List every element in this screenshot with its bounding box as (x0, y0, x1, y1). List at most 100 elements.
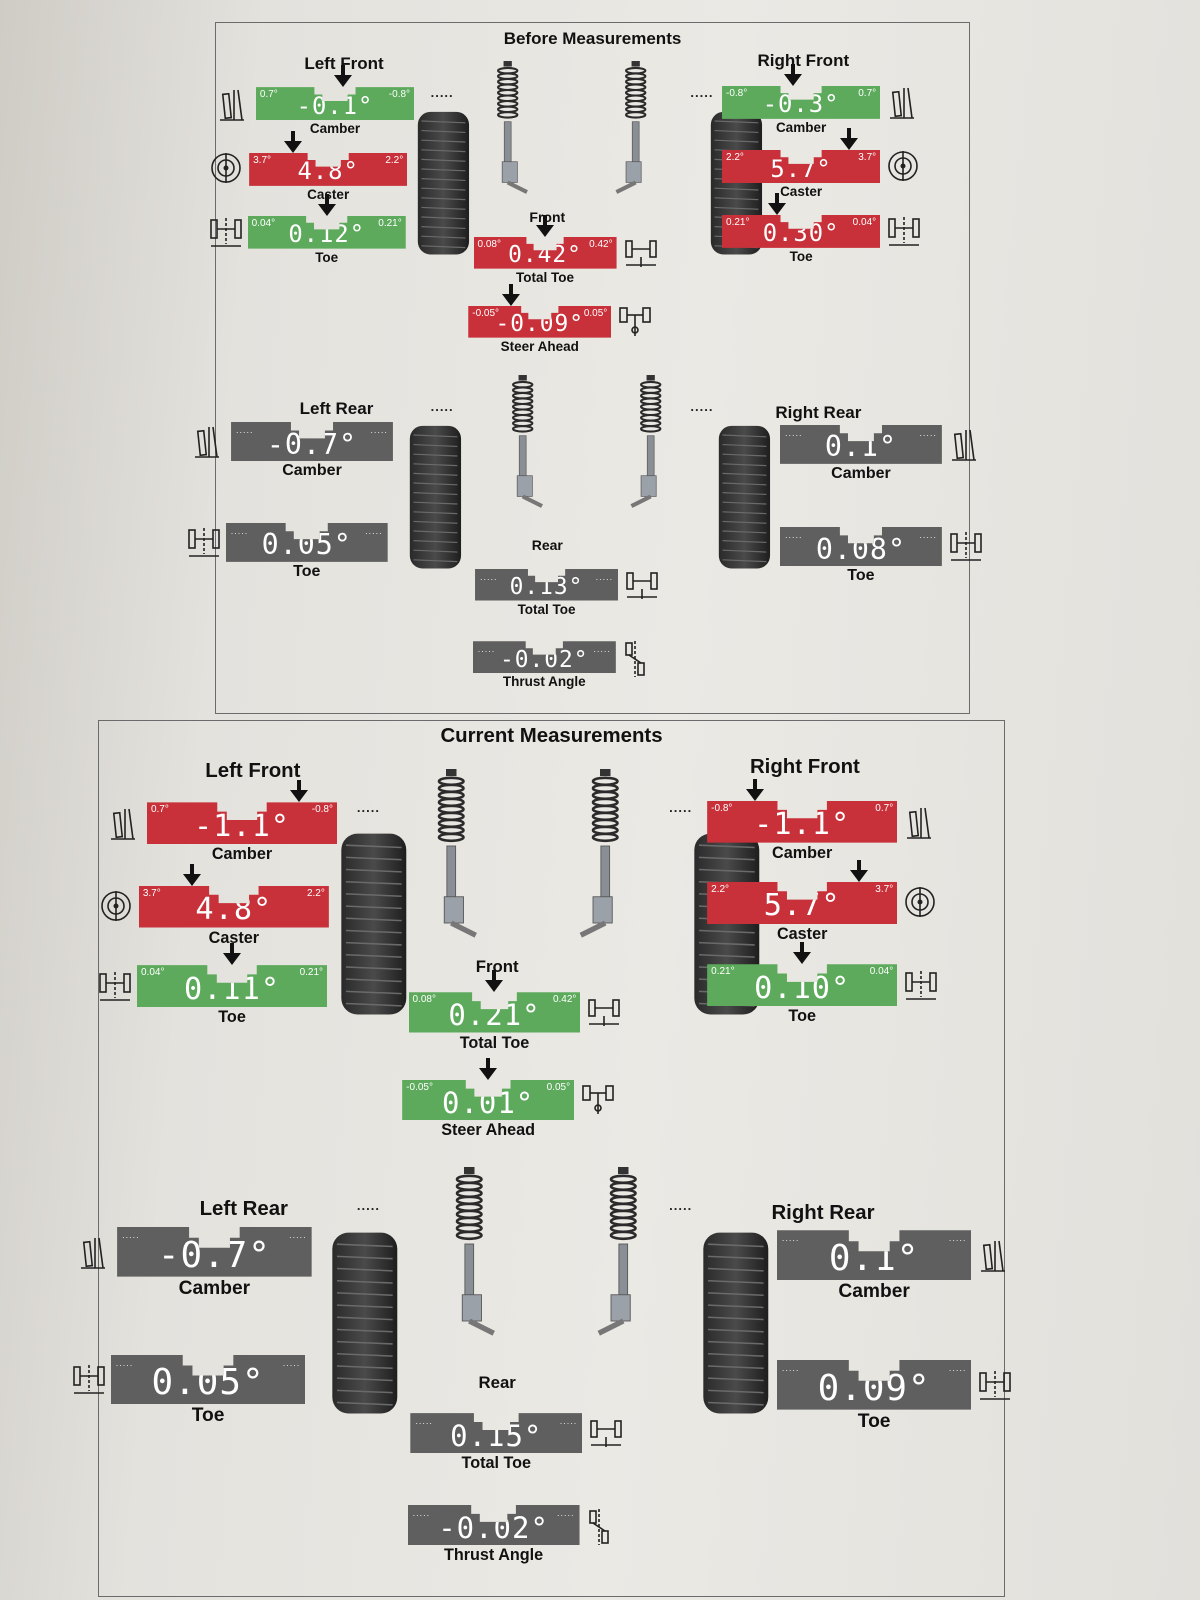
strut-icon (425, 769, 478, 949)
gauge-scale-dots: ..... (477, 644, 496, 655)
lf-camber-caption: Camber (309, 121, 361, 137)
rear-total-toe-caption: Total Toe (461, 1454, 532, 1473)
indicator-arrow (333, 65, 352, 88)
indicator-arrow (317, 193, 336, 216)
toe-icon (886, 213, 922, 254)
wheel-icon (416, 109, 471, 262)
gauge-max-limit: 0.04° (869, 966, 894, 978)
gauge-min-limit: 2.2° (726, 151, 744, 163)
rear-axle-label: Rear (478, 1372, 516, 1392)
panel-title: Current Measurements (440, 725, 663, 747)
gauge-max-limit: 2.2° (306, 887, 325, 899)
rf-caster-gauge: 5.7°2.2°3.7° (722, 149, 881, 184)
toe-icon (186, 524, 222, 565)
wheel-icon (701, 1229, 771, 1422)
rf-camber-gauge: -1.1°-0.8°0.7° (707, 800, 898, 843)
steer-ahead-gauge: 0.01°-0.05°0.05° (402, 1079, 575, 1120)
gauge-max-limit: 0.42° (552, 994, 577, 1006)
gauge-min-limit: -0.05° (472, 307, 500, 319)
rear-total-toe-gauge: 0.13°.......... (475, 568, 619, 601)
gauge-scale-dots: ..... (595, 571, 614, 582)
gauge-min-limit: -0.05° (406, 1081, 433, 1093)
front-total-toe-gauge: 0.21°0.08°0.42° (408, 992, 581, 1033)
caster-icon (886, 149, 920, 188)
gauge-min-limit: -0.8° (711, 802, 733, 814)
rf-camber-caption: Camber (772, 843, 833, 862)
rf-toe-caption: Toe (788, 1007, 816, 1026)
gauge-value: 0.11° (184, 971, 281, 1007)
gauge-scale-dots: ..... (557, 1508, 575, 1518)
left-rear-label: Left Rear (199, 1197, 288, 1220)
lf-toe-gauge: 0.12°0.04°0.21° (247, 215, 406, 249)
strut-icon (579, 769, 632, 949)
lf-camber-gauge: -1.1°0.7°-0.8° (146, 802, 337, 845)
strut-icon (615, 60, 656, 204)
lr-toe-gauge: 0.05°.......... (110, 1354, 306, 1405)
gauge-max-limit: -0.8° (311, 804, 333, 816)
thrust-angle-gauge: -0.02°.......... (407, 1505, 580, 1546)
total-toe-icon (586, 994, 622, 1035)
gauge-min-limit: 3.7° (253, 154, 272, 166)
gauge-value: -1.1° (754, 807, 851, 843)
rf-camber-caption: Camber (775, 119, 827, 135)
rf-toe-gauge: 0.30°0.21°0.04° (722, 214, 881, 248)
lf-camber-caption: Camber (211, 845, 273, 864)
dotted-marker: ..... (356, 1197, 380, 1213)
gauge-value: -0.7° (157, 1234, 271, 1276)
caster-icon (99, 889, 133, 928)
steer-ahead-icon (617, 304, 653, 345)
gauge-min-limit: 0.7° (259, 89, 278, 101)
rf-caster-gauge: 5.7°2.2°3.7° (707, 882, 898, 924)
gauge-value: -0.02° (438, 1511, 549, 1546)
left-front-label: Left Front (205, 760, 301, 783)
gauge-max-limit: 0.7° (858, 87, 877, 99)
dotted-marker: ..... (690, 399, 714, 415)
thrust-angle-gauge: -0.02°.......... (472, 641, 616, 673)
gauge-value: 0.1° (824, 430, 897, 464)
toe-icon (977, 1367, 1013, 1408)
thrust-angle-caption: Thrust Angle (502, 673, 586, 689)
gauge-min-limit: 0.7° (150, 804, 169, 816)
camber-icon (886, 84, 916, 127)
gauge-max-limit: 0.21° (378, 217, 402, 229)
dotted-marker: ..... (430, 399, 454, 415)
total-toe-icon (588, 1415, 624, 1456)
gauge-scale-dots: ..... (236, 424, 254, 435)
panel-title: Before Measurements (503, 29, 682, 48)
lr-camber-caption: Camber (178, 1277, 251, 1299)
steer-ahead-caption: Steer Ahead (441, 1121, 536, 1139)
gauge-scale-dots: ..... (781, 1233, 800, 1244)
indicator-arrow (479, 1057, 498, 1080)
dotted-marker: ..... (669, 1197, 693, 1213)
rf-caster-caption: Caster (780, 184, 823, 200)
thrust-angle-icon (622, 639, 648, 684)
thrust-angle-caption: Thrust Angle (443, 1546, 544, 1565)
rear-axle-label: Rear (531, 537, 563, 554)
rr-camber-gauge: 0.1°.......... (779, 424, 942, 464)
dotted-marker: ..... (356, 799, 380, 815)
total-toe-icon (624, 567, 660, 608)
lf-camber-gauge: -0.1°0.7°-0.8° (255, 87, 415, 121)
gauge-value: 0.05° (151, 1362, 265, 1404)
right-front-label: Right Front (749, 756, 860, 778)
lr-toe-gauge: 0.05°.......... (225, 522, 388, 562)
gauge-max-limit: 0.21° (299, 967, 324, 979)
caster-icon (903, 885, 937, 924)
gauge-scale-dots: ..... (415, 1416, 433, 1427)
gauge-scale-dots: ..... (919, 529, 937, 540)
gauge-scale-dots: ..... (365, 525, 383, 536)
rear-total-toe-caption: Total Toe (517, 601, 576, 617)
wheel-icon (330, 1229, 400, 1422)
left-front-label: Left Front (304, 54, 384, 74)
caster-icon (209, 151, 243, 190)
rr-camber-caption: Camber (831, 464, 891, 482)
rear-total-toe-gauge: 0.15°.......... (410, 1413, 583, 1454)
gauge-value: 0.1° (828, 1238, 920, 1280)
gauge-min-limit: 2.2° (711, 884, 730, 895)
rr-toe-caption: Toe (847, 567, 875, 585)
dotted-marker: ..... (669, 799, 693, 815)
gauge-max-limit: 0.42° (589, 238, 613, 250)
rr-toe-caption: Toe (857, 1410, 891, 1432)
lf-caster-gauge: 4.8°3.7°2.2° (138, 885, 329, 928)
gauge-scale-dots: ..... (948, 1362, 967, 1373)
